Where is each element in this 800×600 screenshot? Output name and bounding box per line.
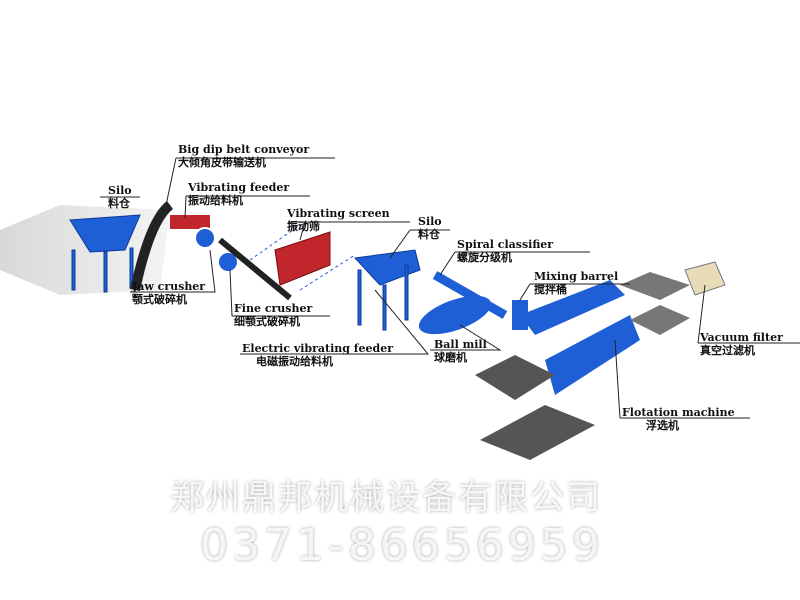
- settling-tray-4: [630, 305, 690, 335]
- label-en: Flotation machine: [622, 406, 735, 419]
- label-zh: 颚式破碎机: [132, 293, 187, 306]
- vacuum-filter: [684, 261, 726, 296]
- label-zh: 搅拌桶: [534, 283, 567, 296]
- label-en: Vibrating feeder: [188, 181, 290, 194]
- label-en: Vacuum filter: [700, 331, 783, 344]
- settling-tray-2: [480, 405, 595, 460]
- vibrating-screen: [274, 231, 331, 286]
- label-en: Ball mill: [434, 338, 487, 351]
- settling-tray-1: [475, 355, 555, 400]
- silo-1: [69, 214, 141, 293]
- label-en: Silo: [418, 215, 442, 228]
- label-en: Vibrating screen: [287, 207, 390, 220]
- belt-conveyor: [130, 201, 174, 292]
- label-en: Big dip belt conveyor: [178, 143, 310, 156]
- label-zh: 细颚式破碎机: [234, 315, 300, 328]
- jaw-crusher: [194, 227, 216, 249]
- label-zh: 球磨机: [434, 351, 467, 364]
- label-zh: 浮选机: [646, 419, 679, 432]
- label-zh: 振动筛: [287, 220, 320, 233]
- label-zh: 料仓: [418, 228, 440, 241]
- settling-tray-3: [620, 272, 690, 300]
- label-en: Jaw crusher: [132, 280, 206, 293]
- spiral-classifier: [432, 271, 508, 319]
- watermark-company: 郑州鼎邦机械设备有限公司: [170, 478, 602, 518]
- conveyor-2: [218, 237, 292, 301]
- label-zh: 大倾角皮带输送机: [178, 156, 266, 169]
- label-zh: 振动给料机: [188, 194, 243, 207]
- label-en: Mixing barrel: [534, 270, 619, 283]
- label-zh: 电磁振动给料机: [256, 355, 333, 368]
- label-en: Fine crusher: [234, 302, 313, 315]
- label-en: Silo: [108, 184, 132, 197]
- label-zh: 螺旋分级机: [457, 251, 512, 264]
- label-en: Spiral classifier: [457, 238, 554, 251]
- fine-crusher: [217, 251, 239, 273]
- label-zh: 真空过滤机: [700, 344, 755, 357]
- ball-mill: [418, 295, 492, 335]
- label-zh: 料仓: [108, 197, 130, 210]
- silo-2: [353, 249, 421, 331]
- label-en: Electric vibrating feeder: [242, 342, 394, 355]
- vibrating-feeder: [170, 215, 210, 229]
- mixing-barrel: [512, 300, 528, 330]
- flotation-row-1: [520, 280, 625, 335]
- flotation-row-2: [545, 315, 640, 395]
- watermark-phone: 0371-86656959: [200, 520, 604, 571]
